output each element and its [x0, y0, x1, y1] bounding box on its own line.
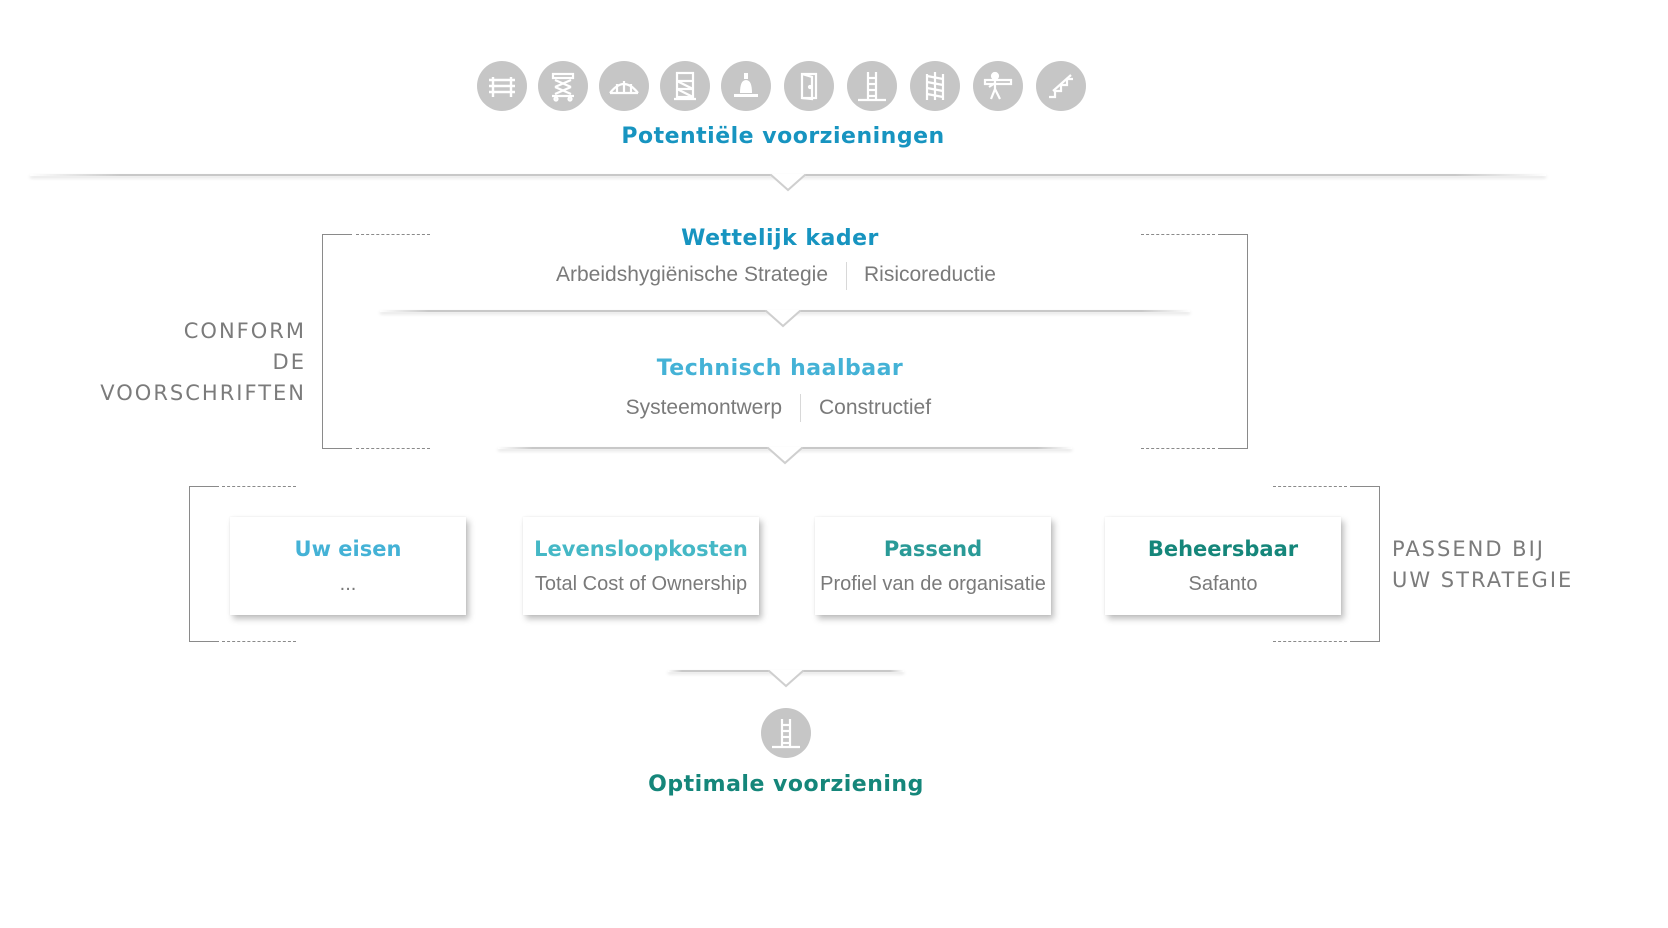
legal-divider: [846, 262, 847, 290]
card-requirements: Uw eisen ...: [230, 517, 466, 615]
scaffold-tower-icon: [660, 61, 710, 111]
card-title: Levensloopkosten: [534, 537, 748, 561]
barrier-icon: [477, 61, 527, 111]
worker-carrying-icon: [973, 61, 1023, 111]
card-title: Uw eisen: [294, 537, 402, 561]
scissor-lift-icon: [538, 61, 588, 111]
technical-right-text: Constructief: [819, 396, 932, 419]
bridge-icon: [599, 61, 649, 111]
compliance-label-line1: CONFORM: [183, 319, 306, 343]
compliance-label-line2: DE VOORSCHRIFTEN: [100, 350, 306, 405]
card-title: Beheersbaar: [1147, 537, 1299, 561]
legal-left-text: Arbeidshygiënische Strategie: [556, 263, 828, 286]
card-subtitle: Safanto: [1188, 573, 1258, 595]
door-icon: [784, 61, 834, 111]
ladder-icon: [761, 708, 811, 758]
down-arrow-icon: [768, 670, 804, 688]
bell-weight-icon: [721, 61, 771, 111]
legal-framework-title: Wettelijk kader: [681, 226, 879, 251]
strategy-label-line2: UW STRATEGIE: [1392, 568, 1574, 592]
card-subtitle: Total Cost of Ownership: [534, 573, 748, 595]
optimal-facility-title: Optimale voorziening: [648, 772, 924, 797]
card-fitting: Passend Profiel van de organisatie: [815, 517, 1051, 615]
stairs-icon: [1036, 61, 1086, 111]
down-arrow-icon: [765, 310, 801, 328]
technical-feasible-title: Technisch haalbaar: [656, 356, 904, 381]
card-lifecycle-costs: Levensloopkosten Total Cost of Ownership: [523, 517, 759, 615]
card-subtitle: Profiel van de organisatie: [820, 573, 1046, 595]
card-title: Passend: [883, 537, 983, 561]
card-manageable: Beheersbaar Safanto: [1105, 517, 1341, 615]
spiral-stair-icon: [910, 61, 960, 111]
compliance-side-label: CONFORM DE VOORSCHRIFTEN: [60, 316, 306, 409]
ladder-icon: [847, 61, 897, 111]
legal-right-text: Risicoreductie: [864, 263, 996, 286]
down-arrow-icon: [770, 174, 806, 192]
potential-facilities-title: Potentiële voorzieningen: [621, 124, 945, 149]
technical-left-text: Systeemontwerp: [625, 396, 782, 419]
strategy-label-line1: PASSEND BIJ: [1392, 537, 1545, 561]
down-arrow-icon: [767, 447, 803, 465]
technical-divider: [800, 394, 801, 422]
card-subtitle: ...: [339, 573, 357, 595]
strategy-side-label: PASSEND BIJ UW STRATEGIE: [1392, 534, 1574, 596]
